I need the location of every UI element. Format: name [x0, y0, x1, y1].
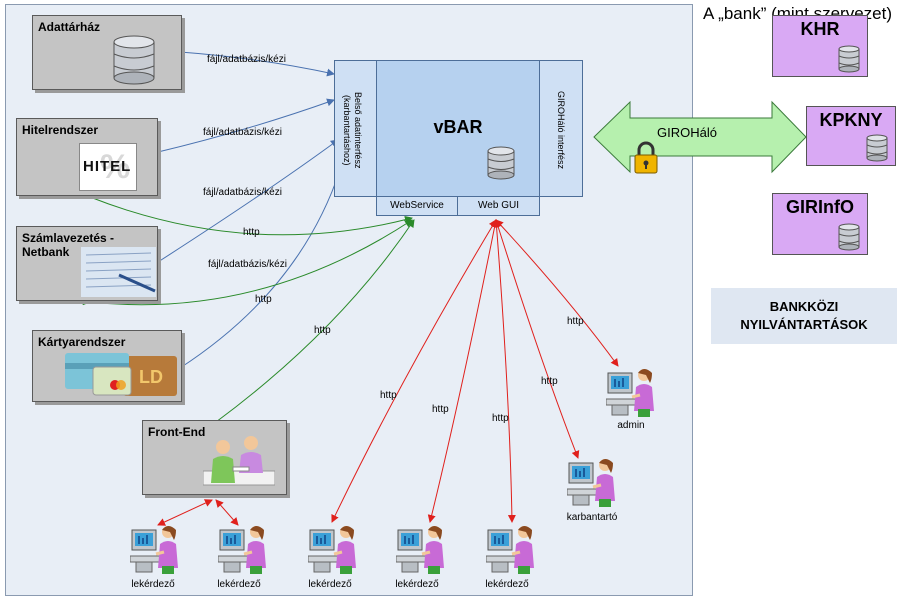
registry-label: BANKKÖZI NYILVÁNTARTÁSOK — [711, 288, 897, 344]
giro-label: GIROHáló — [657, 125, 717, 140]
external-kpkny: KPKNY — [806, 106, 896, 166]
hitel-logo: % HITEL — [79, 143, 137, 191]
system-hitelrendszer: Hitelrendszer % HITEL — [16, 118, 158, 196]
external-title: KHR — [800, 19, 840, 39]
person-label-lekerdezo: lekérdező — [485, 579, 529, 590]
system-frontend: Front-End — [142, 420, 287, 495]
person-label-lekerdezo: lekérdező — [395, 579, 439, 590]
database-icon — [838, 223, 860, 251]
label-http-hitel: http — [243, 227, 260, 238]
system-title: Számlavezetés - Netbank — [22, 231, 115, 259]
system-title: Hitelrendszer — [22, 123, 99, 137]
label-file-1: fájl/adatbázis/kézi — [207, 54, 286, 65]
label-http-frontend: http — [314, 325, 331, 336]
person-at-computer-icon — [218, 526, 266, 574]
person-at-computer-icon — [567, 459, 615, 507]
card-image: LD — [65, 353, 177, 396]
meeting-image — [203, 436, 275, 486]
external-girinfo: GIRInfO — [772, 193, 868, 255]
person-label-admin: admin — [617, 420, 645, 431]
system-kartyarendszer: Kártyarendszer LD — [32, 330, 182, 402]
svg-text:LD: LD — [139, 367, 163, 387]
system-title: Front-End — [148, 425, 206, 439]
external-title: GIRInfO — [786, 197, 854, 217]
system-adattarhaz: Adattárház — [32, 15, 182, 90]
label-file-2: fájl/adatbázis/kézi — [203, 127, 282, 138]
arrow-http-lek5 — [492, 219, 516, 523]
label-http-admin: http — [567, 316, 584, 327]
vbar-webservice: WebService — [376, 196, 458, 216]
arrow-http-admin — [495, 219, 619, 367]
external-title: KPKNY — [819, 110, 883, 130]
person-label-karbantarto: karbantartó — [566, 512, 618, 523]
system-title: Kártyarendszer — [38, 335, 126, 349]
person-label-lekerdezo: lekérdező — [308, 579, 352, 590]
person-at-computer-icon — [606, 369, 654, 417]
arrow-fe-lek1 — [157, 499, 213, 526]
label-file-4: fájl/adatbázis/kézi — [208, 259, 287, 270]
system-szamlavezetes: Számlavezetés - Netbank — [16, 226, 158, 301]
external-khr: KHR — [772, 15, 868, 77]
person-at-computer-icon — [130, 526, 178, 574]
person-at-computer-icon — [396, 526, 444, 574]
database-icon — [866, 134, 888, 162]
arrow-adattarhaz — [172, 47, 335, 77]
system-title: Adattárház — [38, 20, 101, 34]
vbar-webgui: Web GUI — [457, 196, 540, 216]
database-icon — [487, 146, 515, 180]
padlock-icon — [634, 141, 658, 174]
arrow-szamla — [149, 139, 339, 270]
person-at-computer-icon — [486, 526, 534, 574]
arrow-hitel — [150, 98, 335, 158]
vbar-giro-interface: GIROHáló interfész — [539, 60, 583, 197]
document-image — [81, 247, 156, 297]
database-icon — [838, 45, 860, 73]
database-icon — [113, 35, 155, 85]
label-http-karbantarto: http — [541, 376, 558, 387]
label-file-3: fájl/adatbázis/kézi — [203, 187, 282, 198]
label-http-lek3: http — [380, 390, 397, 401]
arrow-http-lek3 — [331, 219, 497, 523]
person-label-lekerdezo: lekérdező — [217, 579, 261, 590]
label-http-lek4: http — [432, 404, 449, 415]
person-label-lekerdezo: lekérdező — [131, 579, 175, 590]
label-http-lek5: http — [492, 413, 509, 424]
vbar-internal-interface: Belső adatinterfész (karbantartáshoz) — [334, 60, 377, 197]
person-at-computer-icon — [308, 526, 356, 574]
label-http-szamla: http — [255, 294, 272, 305]
vbar-title: vBAR — [433, 117, 483, 137]
arrow-fe-lek2 — [215, 499, 239, 526]
vbar-core: vBAR — [376, 60, 540, 197]
arrow-http-lek4 — [427, 219, 499, 523]
